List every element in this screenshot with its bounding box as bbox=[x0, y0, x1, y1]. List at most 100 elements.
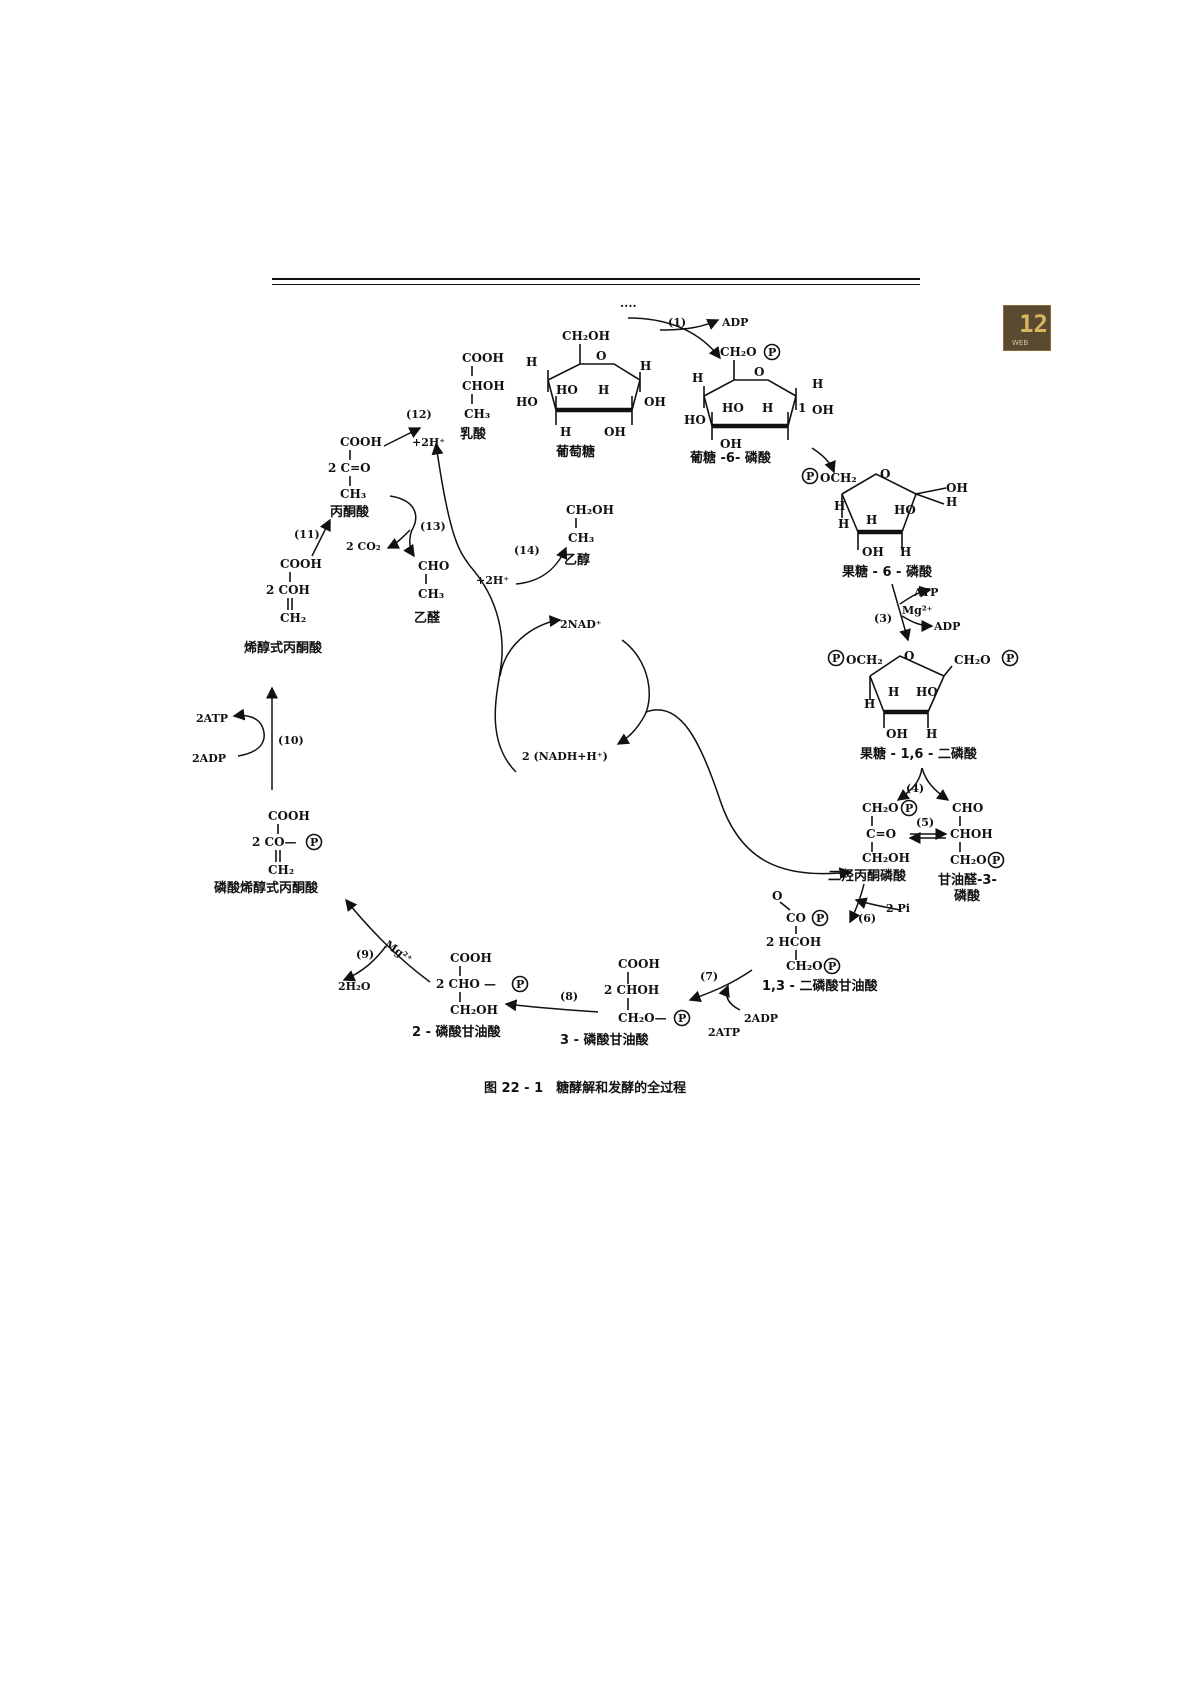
svg-text:ATP: ATP bbox=[913, 586, 938, 599]
svg-text:(1): (1) bbox=[668, 316, 686, 329]
svg-text:H: H bbox=[838, 517, 849, 531]
svg-text:CH₃: CH₃ bbox=[568, 531, 594, 545]
svg-text:2NAD⁺: 2NAD⁺ bbox=[560, 618, 602, 631]
svg-text:果糖 - 1,6 - 二磷酸: 果糖 - 1,6 - 二磷酸 bbox=[859, 746, 978, 762]
svg-text:(3): (3) bbox=[874, 612, 892, 625]
svg-text:2ATP: 2ATP bbox=[196, 712, 228, 725]
svg-text:3 - 磷酸甘油酸: 3 - 磷酸甘油酸 bbox=[560, 1032, 649, 1048]
svg-text:OH: OH bbox=[946, 481, 968, 495]
svg-text:OH: OH bbox=[812, 403, 834, 417]
svg-text:H: H bbox=[888, 685, 899, 699]
svg-text:O: O bbox=[880, 467, 890, 481]
svg-text:H: H bbox=[812, 377, 823, 391]
svg-text:OH: OH bbox=[604, 425, 626, 439]
svg-text:(6): (6) bbox=[858, 912, 876, 925]
svg-text:(12): (12) bbox=[406, 408, 432, 421]
svg-text:····: ···· bbox=[620, 299, 637, 313]
svg-text:ADP: ADP bbox=[933, 620, 960, 633]
svg-text:2 COH: 2 COH bbox=[266, 583, 310, 597]
svg-text:OH: OH bbox=[862, 545, 884, 559]
svg-text:乙醛: 乙醛 bbox=[414, 610, 441, 626]
svg-text:1,3 - 二磷酸甘油酸: 1,3 - 二磷酸甘油酸 bbox=[762, 978, 878, 994]
svg-text:乙醇: 乙醇 bbox=[564, 552, 590, 568]
svg-text:2ATP: 2ATP bbox=[708, 1026, 740, 1039]
svg-text:OH: OH bbox=[886, 727, 908, 741]
svg-text:ADP: ADP bbox=[721, 316, 748, 329]
svg-text:H: H bbox=[598, 383, 609, 397]
svg-text:P: P bbox=[992, 854, 1000, 867]
svg-text:CH₂O: CH₂O bbox=[954, 653, 991, 667]
svg-text:H: H bbox=[900, 545, 911, 559]
svg-text:CO: CO bbox=[786, 911, 806, 925]
svg-text:CH₂OH: CH₂OH bbox=[562, 329, 610, 343]
svg-text:CHOH: CHOH bbox=[950, 827, 993, 841]
svg-text:COOH: COOH bbox=[268, 809, 310, 823]
svg-text:OCH₂: OCH₂ bbox=[846, 653, 883, 667]
svg-text:CH₂OH: CH₂OH bbox=[450, 1003, 498, 1017]
svg-text:CH₂O—: CH₂O— bbox=[618, 1011, 667, 1025]
svg-text:2H₂O: 2H₂O bbox=[338, 980, 371, 993]
svg-text:CHO: CHO bbox=[952, 801, 983, 815]
pep-structure: COOH 2 CO— P CH₂ 磷酸烯醇式丙酮酸 bbox=[214, 809, 323, 896]
dhap-structure: CH₂O P C=O CH₂OH 二羟丙酮磷酸 bbox=[828, 799, 918, 884]
svg-text:H: H bbox=[762, 401, 773, 415]
svg-text:葡糖 -6- 磷酸: 葡糖 -6- 磷酸 bbox=[689, 450, 772, 466]
svg-text:P: P bbox=[806, 470, 814, 483]
svg-text:H: H bbox=[866, 513, 877, 527]
svg-text:+2H⁺: +2H⁺ bbox=[412, 436, 445, 449]
svg-text:CHO: CHO bbox=[418, 559, 449, 573]
svg-text:P: P bbox=[768, 346, 776, 359]
svg-text:CHOH: CHOH bbox=[462, 379, 505, 393]
svg-text:磷酸: 磷酸 bbox=[954, 888, 981, 904]
svg-text:H: H bbox=[926, 727, 937, 741]
pg3-structure: COOH 2 CHOH CH₂O— P 3 - 磷酸甘油酸 bbox=[560, 957, 691, 1048]
glucose-structure: CH₂OH O H H HO HO H OH H OH 葡萄糖 bbox=[516, 329, 666, 460]
svg-text:2ADP: 2ADP bbox=[744, 1012, 778, 1025]
svg-text:二羟丙酮磷酸: 二羟丙酮磷酸 bbox=[828, 868, 907, 884]
svg-text:(8): (8) bbox=[560, 990, 578, 1003]
top-rule bbox=[272, 278, 920, 285]
svg-text:COOH: COOH bbox=[618, 957, 660, 971]
svg-text:COOH: COOH bbox=[462, 351, 504, 365]
svg-text:P: P bbox=[1006, 652, 1014, 665]
svg-text:HO: HO bbox=[556, 383, 578, 397]
svg-text:1: 1 bbox=[798, 401, 806, 415]
svg-text:2 (NADH+H⁺): 2 (NADH+H⁺) bbox=[522, 750, 608, 763]
svg-text:CH₂O: CH₂O bbox=[720, 345, 757, 359]
svg-text:CH₂: CH₂ bbox=[280, 611, 306, 625]
svg-text:P: P bbox=[832, 652, 840, 665]
svg-text:Mg²⁺: Mg²⁺ bbox=[382, 938, 415, 966]
ethanol-structure: CH₂OH CH₃ 乙醇 bbox=[564, 503, 614, 568]
enolpyruvate-structure: COOH 2 COH CH₂ 烯醇式丙酮酸 bbox=[244, 557, 323, 656]
svg-text:C=O: C=O bbox=[866, 827, 896, 841]
svg-text:P: P bbox=[678, 1012, 686, 1025]
svg-text:HO: HO bbox=[684, 413, 706, 427]
svg-text:CH₂O: CH₂O bbox=[862, 801, 899, 815]
svg-text:(4): (4) bbox=[906, 782, 924, 795]
svg-text:HO: HO bbox=[516, 395, 538, 409]
svg-text:果糖 - 6 - 磷酸: 果糖 - 6 - 磷酸 bbox=[841, 564, 933, 580]
svg-text:烯醇式丙酮酸: 烯醇式丙酮酸 bbox=[244, 640, 323, 656]
svg-text:2 HCOH: 2 HCOH bbox=[766, 935, 821, 949]
g3p-structure: CHO CHOH CH₂O P 甘油醛-3- 磷酸 bbox=[938, 801, 1005, 904]
svg-text:2 CHOH: 2 CHOH bbox=[604, 983, 659, 997]
svg-text:O: O bbox=[904, 649, 914, 663]
figure-caption: 图 22 - 1 糖酵解和发酵的全过程 bbox=[484, 1080, 686, 1096]
svg-text:HO: HO bbox=[894, 503, 916, 517]
svg-text:(9): (9) bbox=[356, 948, 374, 961]
svg-text:CH₃: CH₃ bbox=[464, 407, 490, 421]
lactate-structure: COOH CHOH CH₃ 乳酸 bbox=[460, 351, 505, 442]
svg-text:H: H bbox=[560, 425, 571, 439]
svg-text:CH₂O: CH₂O bbox=[950, 853, 987, 867]
svg-text:2 CO—: 2 CO— bbox=[252, 835, 297, 849]
svg-text:O: O bbox=[754, 365, 764, 379]
svg-text:CH₂OH: CH₂OH bbox=[862, 851, 910, 865]
svg-text:HO: HO bbox=[722, 401, 744, 415]
svg-text:H: H bbox=[640, 359, 651, 373]
svg-text:P: P bbox=[516, 978, 524, 991]
svg-text:葡萄糖: 葡萄糖 bbox=[555, 444, 595, 460]
svg-text:(10): (10) bbox=[278, 734, 304, 747]
svg-text:H: H bbox=[864, 697, 875, 711]
